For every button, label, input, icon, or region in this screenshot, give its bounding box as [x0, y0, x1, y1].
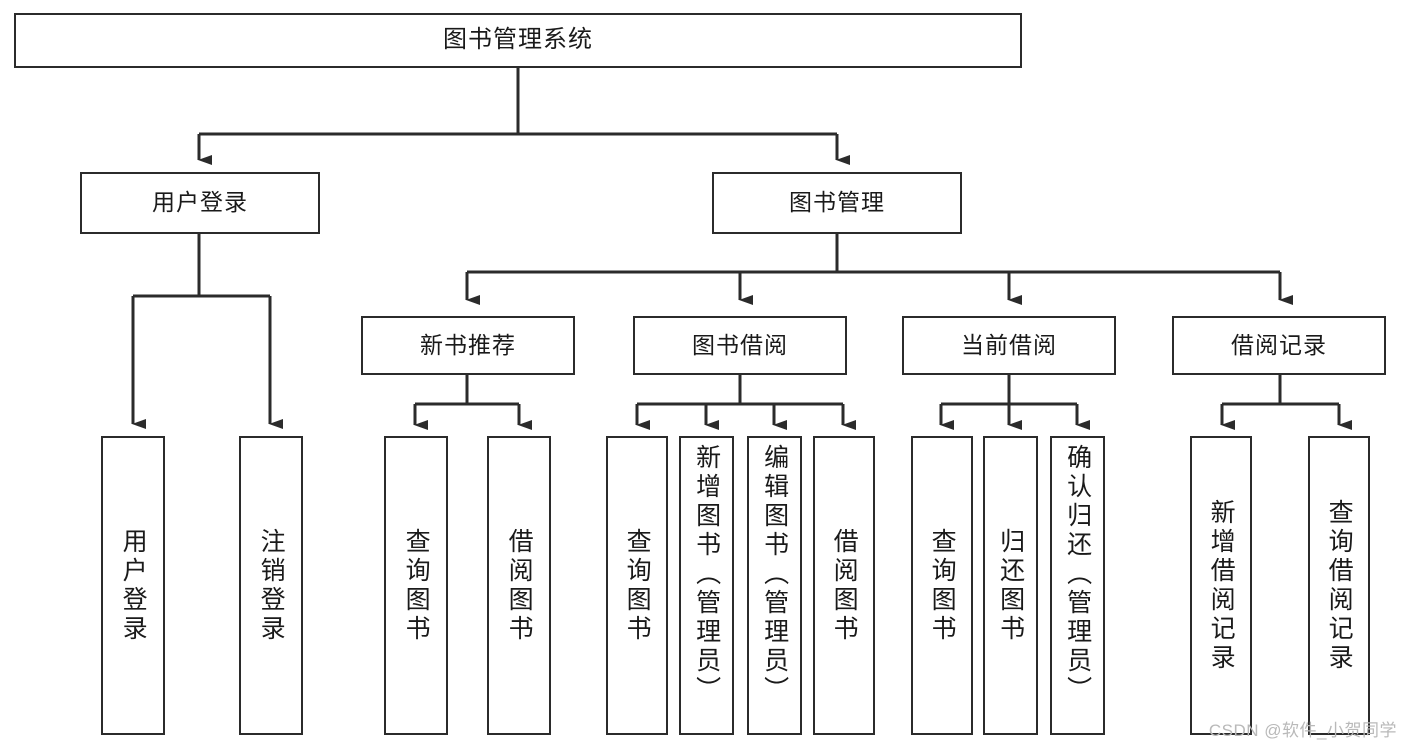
leaf-record-query-record[interactable]: 查询借阅记录 — [1308, 436, 1370, 735]
node-label: 图书借阅 — [692, 331, 788, 358]
leaf-borrow-edit-book-admin[interactable]: 编辑图书（管理员） — [747, 436, 802, 735]
node-label: 查询借阅记录 — [1325, 498, 1354, 673]
leaf-borrow-query-book[interactable]: 查询图书 — [606, 436, 668, 735]
node-label: 归还图书 — [996, 527, 1025, 644]
leaf-current-query-book[interactable]: 查询图书 — [911, 436, 973, 735]
node-borrow-record[interactable]: 借阅记录 — [1172, 316, 1386, 375]
node-book-management[interactable]: 图书管理 — [712, 172, 962, 234]
node-label: 图书管理系统 — [443, 26, 593, 54]
node-label: 用户登录 — [152, 189, 248, 216]
node-label: 查询图书 — [402, 527, 431, 644]
node-label: 编辑图书（管理员） — [760, 444, 789, 705]
node-label: 新增图书（管理员） — [692, 444, 721, 705]
leaf-borrow-add-book-admin[interactable]: 新增图书（管理员） — [679, 436, 734, 735]
watermark-text: CSDN @软件_小贺同学 — [1208, 721, 1397, 740]
leaf-recommend-borrow-book[interactable]: 借阅图书 — [487, 436, 551, 735]
node-label: 借阅图书 — [505, 527, 534, 644]
node-label: 图书管理 — [789, 189, 885, 216]
node-label: 借阅图书 — [830, 527, 859, 644]
node-user-login[interactable]: 用户登录 — [80, 172, 320, 234]
leaf-user-login-login[interactable]: 用户登录 — [101, 436, 165, 735]
leaf-recommend-query-book[interactable]: 查询图书 — [384, 436, 448, 735]
node-label: 新书推荐 — [420, 331, 516, 358]
node-new-book-recommend[interactable]: 新书推荐 — [361, 316, 575, 375]
node-current-borrow[interactable]: 当前借阅 — [902, 316, 1116, 375]
node-label: 查询图书 — [928, 527, 957, 644]
leaf-current-confirm-return-admin[interactable]: 确认归还（管理员） — [1050, 436, 1105, 735]
node-label: 当前借阅 — [961, 331, 1057, 358]
node-label: 确认归还（管理员） — [1063, 444, 1092, 705]
node-label: 用户登录 — [119, 527, 148, 644]
node-book-borrow[interactable]: 图书借阅 — [633, 316, 847, 375]
node-label: 新增借阅记录 — [1207, 498, 1236, 673]
leaf-record-add-record[interactable]: 新增借阅记录 — [1190, 436, 1252, 735]
node-label: 注销登录 — [257, 527, 286, 644]
leaf-current-return-book[interactable]: 归还图书 — [983, 436, 1038, 735]
node-label: 借阅记录 — [1231, 331, 1327, 358]
node-label: 查询图书 — [623, 527, 652, 644]
leaf-user-login-logout[interactable]: 注销登录 — [239, 436, 303, 735]
node-root-system[interactable]: 图书管理系统 — [14, 13, 1022, 68]
leaf-borrow-borrow-book[interactable]: 借阅图书 — [813, 436, 875, 735]
